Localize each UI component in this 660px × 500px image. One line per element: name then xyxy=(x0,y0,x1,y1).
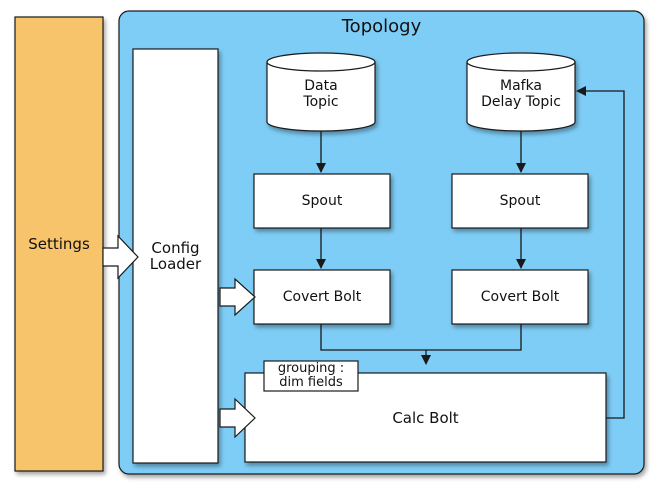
block-arrow-settings-to-config xyxy=(102,234,139,280)
mafka-delay-topic-label: Mafka Delay Topic xyxy=(481,78,561,110)
arrow-covert-left-to-calc xyxy=(320,324,431,365)
settings-label: Settings xyxy=(28,235,90,253)
data-topic-label: Data Topic xyxy=(303,78,339,110)
covert-bolt-right-box xyxy=(451,269,589,325)
topology-title: Topology xyxy=(341,16,422,37)
spout-right-box xyxy=(451,173,589,229)
spout-left-box xyxy=(253,173,391,229)
data-topic-cylinder xyxy=(266,52,376,132)
config-loader-label: Config Loader xyxy=(149,239,202,273)
grouping-note-box xyxy=(263,360,359,392)
block-arrow-config-to-covert xyxy=(219,277,256,317)
arrow-calc-to-mafka xyxy=(576,86,625,419)
covert-bolt-right-label: Covert Bolt xyxy=(480,289,560,305)
block-arrow-config-to-calc xyxy=(219,397,256,439)
mafka-delay-topic-cylinder xyxy=(466,52,576,132)
arrow-covert-right-to-calc xyxy=(426,324,522,351)
config-loader-box xyxy=(132,48,219,464)
grouping-note-label: grouping : dim fields xyxy=(277,361,345,390)
settings-panel xyxy=(14,16,104,472)
covert-bolt-left-label: Covert Bolt xyxy=(282,289,362,305)
calc-bolt-label: Calc Bolt xyxy=(392,409,459,427)
spout-right-label: Spout xyxy=(499,193,541,209)
spout-left-label: Spout xyxy=(301,193,343,209)
